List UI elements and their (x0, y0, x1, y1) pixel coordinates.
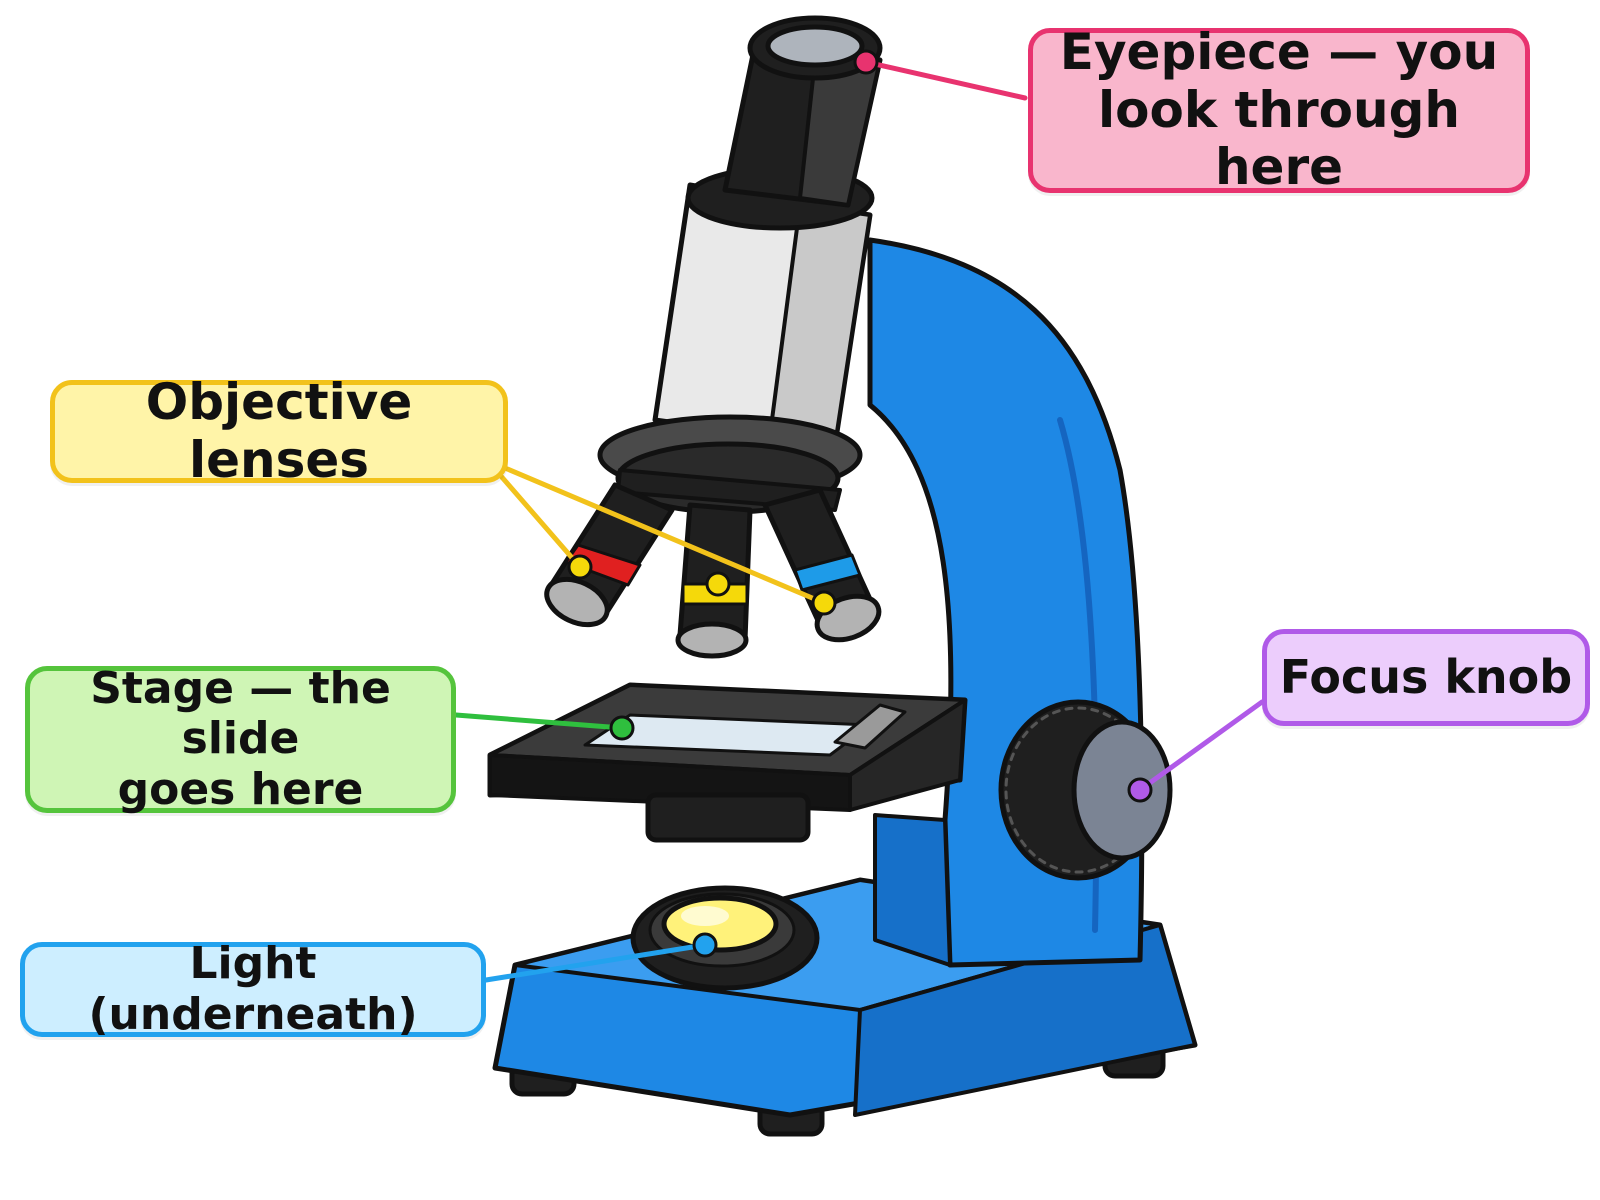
focus-leader (1127, 699, 1265, 803)
stage-label: Stage — the slide goes here (25, 662, 456, 815)
head-tube (652, 165, 875, 448)
leader-lines (453, 49, 1265, 983)
focus-knob-label: Focus knob (1262, 629, 1590, 726)
light-label: Light (underneath) (20, 937, 486, 1040)
objective-lenses-label-text: Objective lenses (145, 373, 413, 489)
light-leader (483, 932, 718, 983)
focus-knob-label-text: Focus knob (1279, 650, 1573, 705)
stage-label-text: Stage — the slide goes here (90, 662, 391, 815)
objective-lenses (544, 482, 882, 659)
eyepiece-label-text: Eyepiece — you look through here (1059, 23, 1499, 197)
objective-leader (497, 465, 837, 616)
light-label-text: Light (underneath) (88, 937, 418, 1040)
microscope (487, 15, 1198, 1137)
stage (487, 682, 968, 843)
eyepiece-leader (853, 49, 1028, 101)
stage-leader (453, 712, 635, 741)
light-lamp (630, 885, 820, 991)
objective-lens-red (544, 482, 675, 628)
focus-knob (998, 699, 1173, 881)
eyepiece (722, 15, 883, 208)
objective-lenses-label: Objective lenses (50, 373, 508, 488)
eyepiece-label: Eyepiece — you look through here (1028, 24, 1530, 196)
objective-lens-blue (762, 487, 882, 643)
